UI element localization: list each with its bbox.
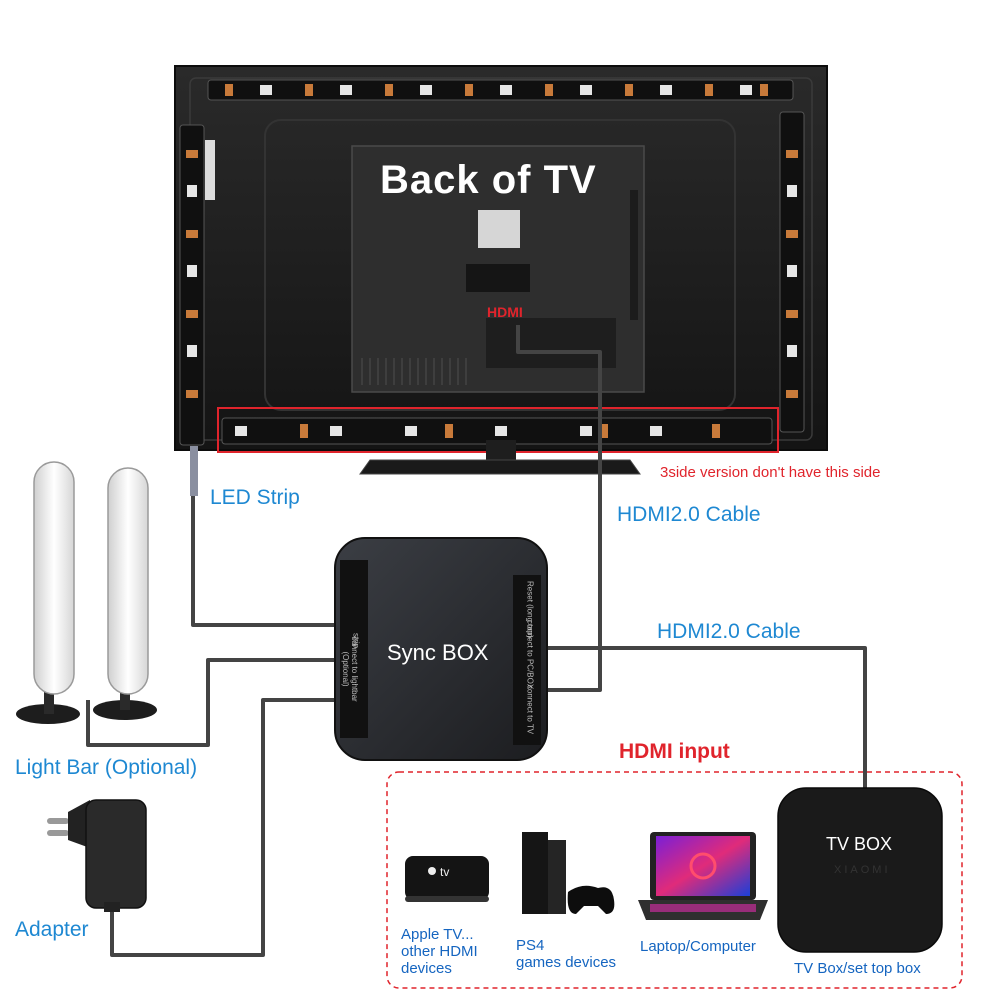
light-bar-right bbox=[93, 467, 157, 720]
hdmi-cable-tv bbox=[516, 325, 602, 692]
hdmi-input-heading: HDMI input bbox=[619, 740, 730, 763]
led-strip-label: LED Strip bbox=[210, 486, 300, 509]
apple-tv-icon: tv bbox=[405, 856, 489, 902]
tv-box-device bbox=[777, 787, 943, 953]
ps4-icon bbox=[522, 832, 615, 914]
hdmi-cable-label-2: HDMI2.0 Cable bbox=[657, 620, 801, 643]
tv-box-title: TV BOX bbox=[826, 834, 893, 854]
adapter-icon bbox=[47, 799, 147, 912]
device-label-laptop: Laptop/Computer bbox=[640, 938, 756, 955]
tv-stand bbox=[359, 440, 641, 475]
adapter-label: Adapter bbox=[15, 918, 89, 941]
sync-box-left-port-2: connect to lightbar (Optional) bbox=[341, 636, 359, 702]
device-label-apple-tv-line3: devices bbox=[401, 960, 452, 977]
tv-title: Back of TV bbox=[380, 158, 597, 202]
device-label-ps4-line2: games devices bbox=[516, 954, 617, 971]
led-connector bbox=[190, 446, 198, 496]
sync-box bbox=[334, 537, 548, 761]
tv-back bbox=[174, 65, 828, 451]
led-strip-bottom bbox=[221, 417, 773, 445]
device-label-tv-box: TV Box/set top box bbox=[794, 960, 921, 977]
laptop-icon bbox=[638, 832, 768, 920]
device-label-ps4-line1: PS4 bbox=[516, 937, 545, 954]
sync-box-title: Sync BOX bbox=[387, 640, 489, 665]
led-strip-cable bbox=[191, 450, 338, 627]
cables bbox=[86, 325, 867, 957]
hdmi-input-region bbox=[386, 771, 963, 989]
led-strip-right bbox=[779, 111, 805, 433]
device-label-apple-tv: Apple TV... other HDMI devices bbox=[401, 926, 478, 977]
light-bar-left bbox=[16, 461, 80, 724]
tv-hdmi-port-label: HDMI bbox=[487, 304, 523, 320]
tv-box-brand: XIAOMI bbox=[834, 864, 891, 876]
light-bar-label: Light Bar (Optional) bbox=[15, 756, 198, 779]
svg-text:tv: tv bbox=[440, 865, 449, 879]
hdmi-cable-label-1: HDMI2.0 Cable bbox=[617, 503, 761, 526]
light-bar-cable bbox=[86, 658, 338, 747]
device-label-apple-tv-line1: Apple TV... bbox=[401, 926, 474, 943]
hdmi-cable-tvbox bbox=[540, 646, 867, 792]
device-label-apple-tv-line2: other HDMI bbox=[401, 943, 478, 960]
sync-box-right-port-3: connect to TV bbox=[525, 684, 535, 735]
led-strip-top bbox=[207, 79, 794, 101]
bottom-side-note: 3side version don't have this side bbox=[660, 464, 881, 481]
adapter-cable bbox=[110, 698, 338, 957]
device-label-ps4: PS4 games devices bbox=[516, 937, 616, 971]
led-strip-left bbox=[179, 124, 215, 446]
